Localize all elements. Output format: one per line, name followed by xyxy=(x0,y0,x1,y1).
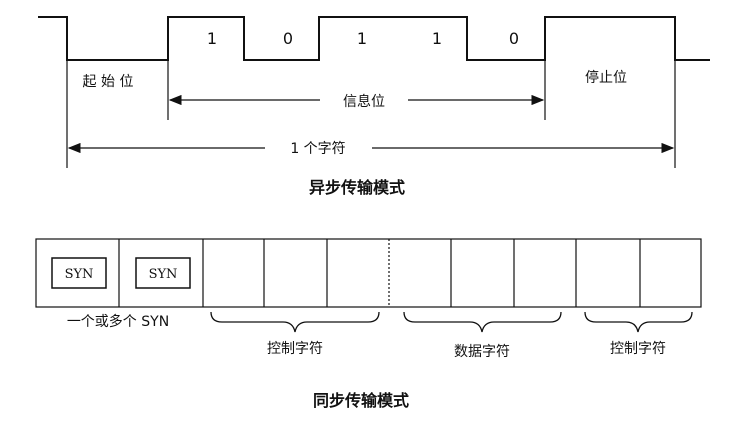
bit-value: 1 xyxy=(357,29,367,48)
control-chars-label-2: 控制字符 xyxy=(610,341,666,357)
data-chars-label: 数据字符 xyxy=(454,344,510,360)
async-waveform xyxy=(38,16,710,61)
syn-label: SYN xyxy=(149,267,178,282)
syn-group-label: 一个或多个 SYN xyxy=(67,313,169,330)
syn-box xyxy=(135,257,191,289)
bit-value: 1 xyxy=(432,29,442,48)
sync-mode-title: 同步传输模式 xyxy=(313,391,409,410)
bit-value: 0 xyxy=(283,29,293,48)
sync-frame xyxy=(35,238,702,308)
syn-box xyxy=(51,257,107,289)
bit-value: 0 xyxy=(509,29,519,48)
control-chars-label-1: 控制字符 xyxy=(267,341,323,357)
info-bits-label: 信息位 xyxy=(343,93,385,110)
async-mode-title: 异步传输模式 xyxy=(309,178,405,197)
brace-control-2 xyxy=(584,311,693,333)
syn-label: SYN xyxy=(65,267,94,282)
brace-data xyxy=(403,311,562,333)
bit-value: 1 xyxy=(207,29,217,48)
one-char-label: 1 个字符 xyxy=(290,141,345,157)
start-bit-label: 起 始 位 xyxy=(83,74,134,90)
brace-control-1 xyxy=(210,311,380,333)
stop-bit-label: 停止位 xyxy=(585,69,627,86)
